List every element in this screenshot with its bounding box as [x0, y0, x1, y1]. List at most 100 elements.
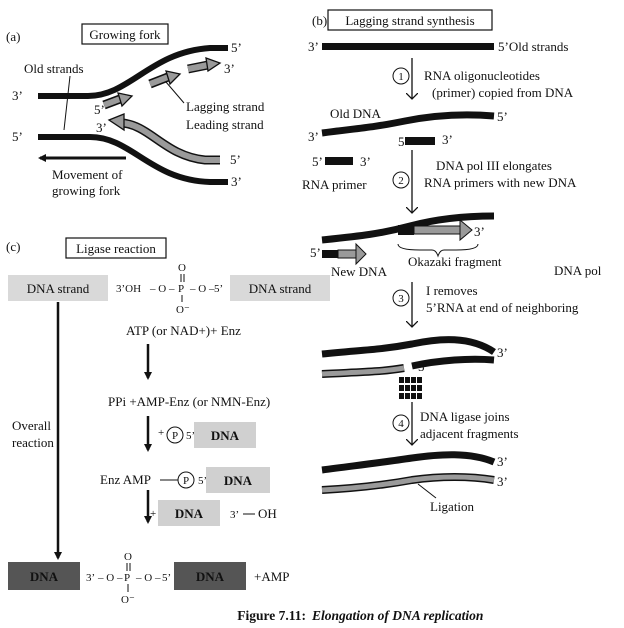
panel-a: (a) Growing fork 3’ 5’ 5’ 3’ 5’ 3’ 5’ 3’…: [6, 23, 265, 198]
b-label-3-top: 3’: [308, 39, 319, 54]
step1-badge: [392, 67, 410, 85]
dna-final-right-label: DNA: [196, 569, 225, 584]
step3-line1: I removes: [426, 283, 478, 298]
dna-strand-right: [230, 275, 330, 301]
movement-label-line2: growing fork: [52, 183, 121, 198]
phosphate-dash-o: – O –: [149, 283, 175, 295]
phosphate-p: P: [178, 283, 184, 295]
okazaki-label: Okazaki fragment: [408, 254, 502, 269]
final-five-prime: 5’: [162, 572, 171, 584]
oh-group-label: 3’OH: [116, 283, 141, 295]
panel-a-letter: (a): [6, 29, 20, 44]
b-label-3-final-bottom: 3’: [497, 474, 508, 489]
leading-strand: [121, 120, 220, 163]
step4-line2: adjacent fragments: [420, 426, 519, 441]
figure-caption-text: Elongation of DNA replication: [311, 608, 483, 623]
ligation-leader: [417, 483, 437, 499]
overall-line2: reaction: [12, 435, 54, 450]
b-label-3-step3: 3’: [497, 345, 508, 360]
b-label-3-final-top: 3’: [497, 454, 508, 469]
lagging-fragment-3: [187, 62, 209, 72]
panel-b-title: Lagging strand synthesis: [345, 13, 474, 28]
dna-box-3-label: DNA: [175, 506, 204, 521]
movement-label-line1: Movement of: [52, 167, 123, 182]
phosphate-dash-o-right: – O –: [189, 283, 215, 295]
a-label-5-bottom: 5’: [12, 129, 23, 144]
step4-badge: [392, 414, 410, 432]
lagging-fragment-3-arrowhead: [205, 57, 222, 73]
old-strand-bottom: [38, 134, 228, 185]
old-strand-top: [38, 45, 228, 99]
panel-c-letter: (c): [6, 239, 20, 254]
b-final-new: [321, 474, 495, 493]
overall-line1: Overall: [12, 418, 51, 433]
dna-box-1-label: DNA: [211, 428, 240, 443]
b-new-dna-left: [337, 249, 359, 259]
old-strands-label: Old strands: [24, 61, 84, 76]
b-strand-final: [321, 451, 496, 474]
dna-box-2-label: DNA: [224, 473, 253, 488]
old-strands-leader: [63, 75, 71, 131]
leading-strand-label: Leading strand: [186, 117, 264, 132]
old-dna-label: Old DNA: [330, 106, 382, 121]
atp-label: ATP (or NAD+)+ Enz: [126, 323, 241, 338]
step1-line2: (primer) copied from DNA: [432, 85, 574, 100]
dna-box-3: [158, 500, 220, 526]
three-prime-3: 3’: [230, 509, 239, 521]
new-dna-label: New DNA: [331, 264, 388, 279]
phosphate-5prime: 5’: [214, 283, 223, 295]
step1-line1: RNA oligonucleotides: [424, 68, 540, 83]
plus-sign-1: +: [158, 427, 164, 439]
a-label-5-top-right: 5’: [231, 40, 242, 55]
removed-rna-nucleotides: [399, 377, 422, 399]
b-label-3-okazaki: 3’: [474, 224, 485, 239]
plus-sign-2: +: [150, 508, 156, 520]
b-label-5-step3: 5’: [418, 359, 429, 374]
lagging-strand-leader: [165, 81, 185, 104]
step3-badge: [392, 289, 410, 307]
b-okazaki-primer: [398, 225, 414, 235]
panel-a-title: Growing fork: [89, 27, 161, 42]
dna-strand-left-label: DNA strand: [27, 281, 90, 296]
rna-primer-label: RNA primer: [302, 177, 367, 192]
final-three-prime: 3’: [86, 572, 95, 584]
dna-final-right: [174, 562, 246, 590]
panel-b-title-box: [327, 9, 493, 31]
phosphate-o-top: O: [178, 262, 186, 274]
step4-line1: DNA ligase joins: [420, 409, 510, 424]
panel-c-title: Ligase reaction: [76, 241, 156, 256]
b-label-5-new: 5’: [310, 245, 321, 260]
step3-line2: 5’RNA at end of neighboring: [426, 300, 579, 315]
p-circle-1: [166, 426, 184, 444]
b-old-strands-label: 5’Old strands: [498, 39, 568, 54]
a-label-3-lagging-right: 3’: [224, 61, 235, 76]
lagging-fragment-2-arrowhead: [165, 70, 182, 86]
step1-number: 1: [398, 71, 404, 83]
b-old-strand-top: [322, 43, 494, 50]
step2-badge: [392, 171, 410, 189]
ppi-label: PPi +AMP-Enz (or NMN-Enz): [108, 394, 270, 409]
five-prime-2: 5’: [198, 475, 207, 487]
b-new-dna-left-arrowhead: [355, 242, 367, 266]
b-primer-fragment: [405, 137, 435, 145]
b-okazaki-fragment: [413, 225, 463, 235]
a-label-5-leading-right: 5’: [230, 152, 241, 167]
final-o-top: O: [124, 551, 132, 563]
lagging-fragment-1-arrowhead: [117, 92, 134, 108]
step2-line2: RNA primers with new DNA: [424, 175, 577, 190]
a-label-5-lagging-left: 5’: [94, 102, 105, 117]
final-dash-o: – O –: [97, 572, 123, 584]
dna-strand-left: [8, 275, 108, 301]
step3-number: 3: [398, 293, 404, 305]
dna-box-1: [194, 422, 256, 448]
final-dash-o-right: – O –: [135, 572, 161, 584]
okazaki-brace: [397, 243, 479, 258]
p-circle-1-label: P: [172, 430, 178, 442]
dna-box-2: [206, 467, 270, 493]
leading-strand-arrowhead: [107, 113, 125, 132]
b-label-5-rna: 5’: [312, 154, 323, 169]
panel-b: (b) Lagging strand synthesis 3’ 5’Old st…: [302, 9, 602, 514]
final-p: P: [124, 572, 130, 584]
a-label-3-leading-left: 3’: [96, 120, 107, 135]
